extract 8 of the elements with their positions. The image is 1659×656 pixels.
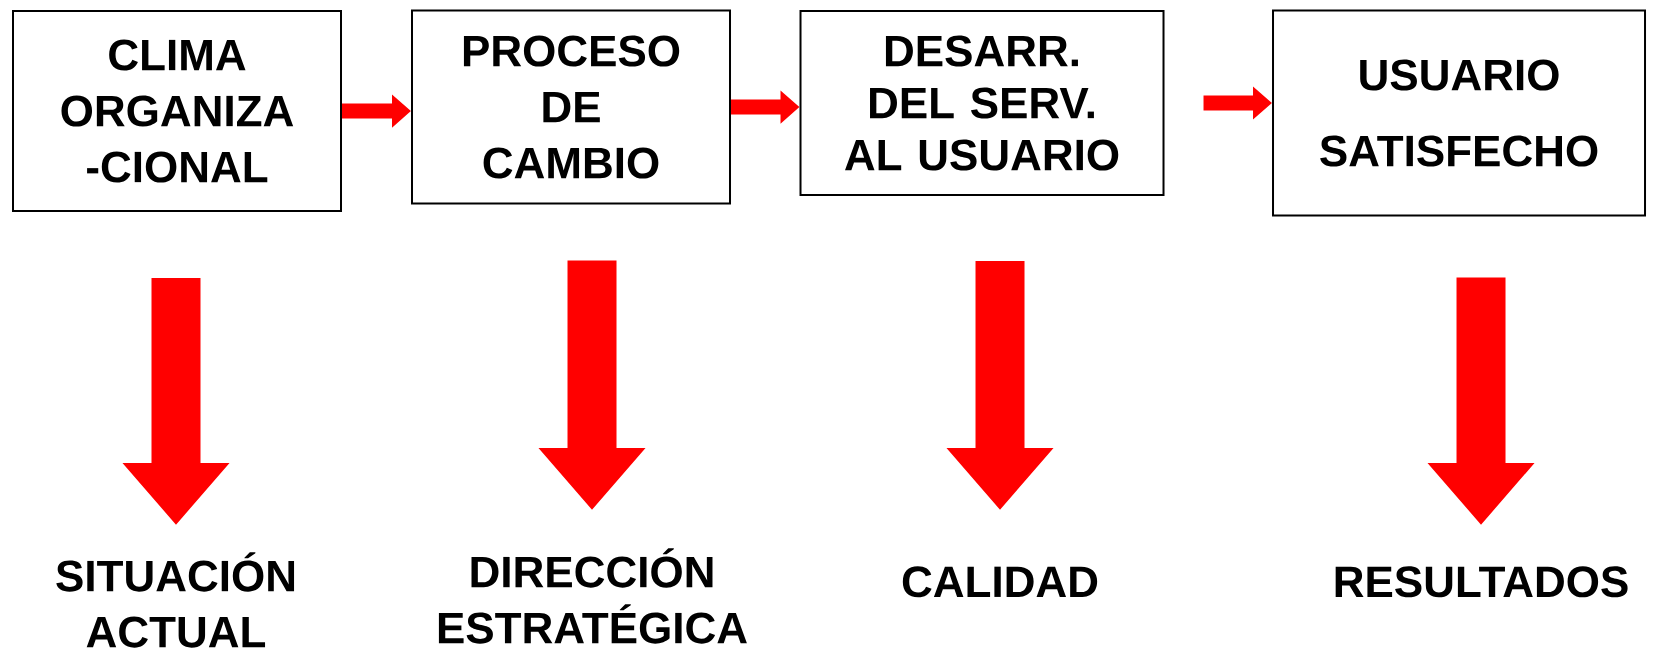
process-box: DESARR. DEL SERV. AL USUARIO — [799, 10, 1165, 196]
outcome-label: RESULTADOS — [1335, 566, 1628, 598]
process-box: USUARIO SATISFECHO — [1272, 9, 1646, 217]
outcome-label: DIRECCIÓN ESTRATÉGICA — [438, 548, 747, 644]
process-box: PROCESO DE CAMBIO — [411, 9, 731, 205]
process-box: CLIMA ORGANIZA -CIONAL — [12, 10, 342, 212]
outcome-label: SITUACIÓN ACTUAL — [56, 552, 295, 648]
outcome-label: CALIDAD — [902, 566, 1098, 598]
